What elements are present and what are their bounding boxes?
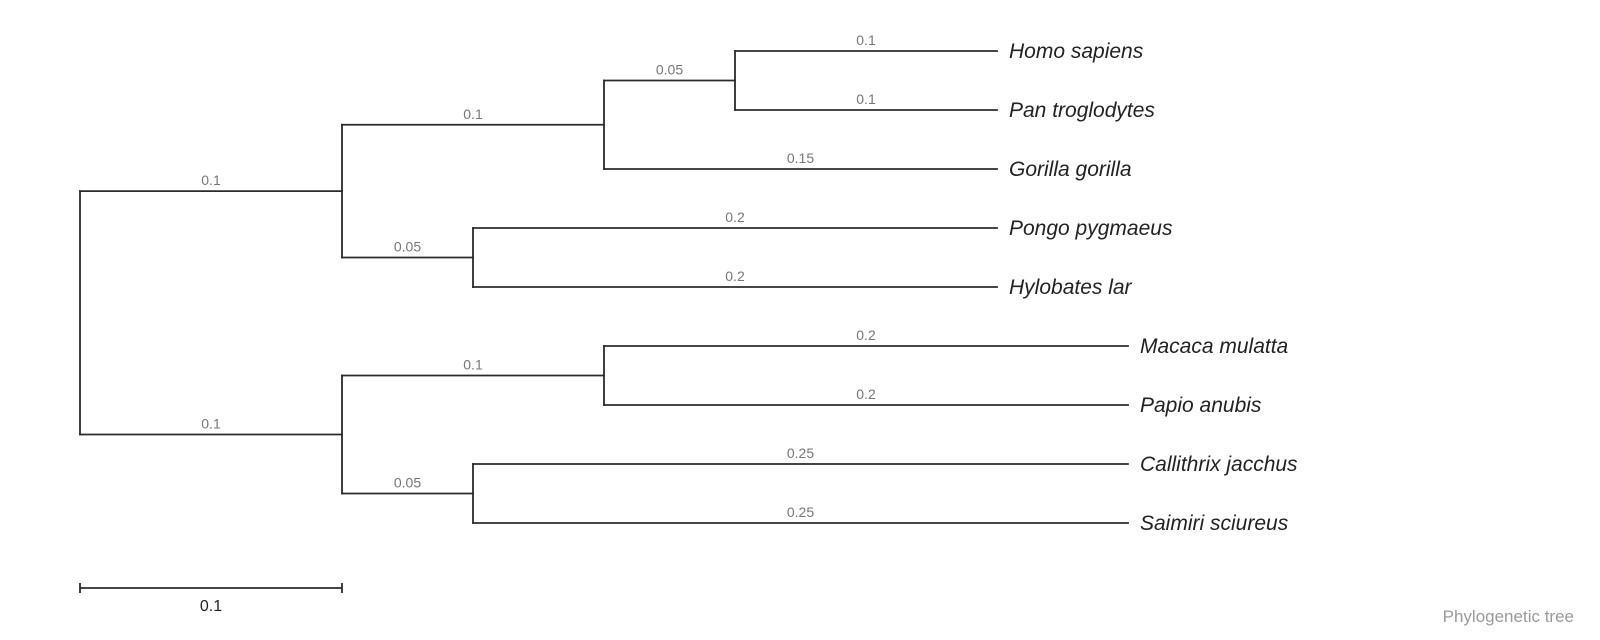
- branches-layer: [79, 50, 1129, 524]
- tip-label-homo-sapiens: Homo sapiens: [1009, 40, 1144, 63]
- branch-length-label: 0.2: [856, 327, 876, 343]
- branch-length-label: 0.05: [656, 62, 683, 78]
- branch-length-label: 0.25: [787, 445, 814, 461]
- tip-label-callithrix-jacchus: Callithrix jacchus: [1140, 453, 1298, 476]
- tip-label-hylobates-lar: Hylobates lar: [1009, 276, 1133, 299]
- branch-length-label: 0.05: [394, 239, 421, 255]
- branch-length-label: 0.1: [201, 416, 221, 432]
- tip-label-pongo-pygmaeus: Pongo pygmaeus: [1009, 217, 1173, 240]
- tip-label-gorilla-gorilla: Gorilla gorilla: [1009, 158, 1132, 181]
- branch-length-label: 0.1: [856, 32, 876, 48]
- branch-length-label: 0.15: [787, 150, 814, 166]
- branch-length-label: 0.1: [856, 91, 876, 107]
- tip-label-saimiri-sciureus: Saimiri sciureus: [1140, 512, 1289, 535]
- branch-length-label: 0.1: [201, 172, 221, 188]
- caption-text: Phylogenetic tree: [1443, 607, 1574, 626]
- branch-length-label: 0.2: [725, 268, 745, 284]
- branch-length-label: 0.25: [787, 504, 814, 520]
- branch-length-label: 0.05: [394, 475, 421, 491]
- branch-length-label: 0.1: [463, 106, 483, 122]
- tip-label-pan-troglodytes: Pan troglodytes: [1009, 99, 1155, 122]
- branch-length-label: 0.2: [856, 386, 876, 402]
- scale-bar: 0.1: [79, 583, 343, 615]
- scale-bar-label: 0.1: [200, 598, 222, 615]
- branch-length-label: 0.1: [463, 357, 483, 373]
- tip-label-macaca-mulatta: Macaca mulatta: [1140, 335, 1288, 358]
- tip-label-papio-anubis: Papio anubis: [1140, 394, 1262, 417]
- branch-length-label: 0.2: [725, 209, 745, 225]
